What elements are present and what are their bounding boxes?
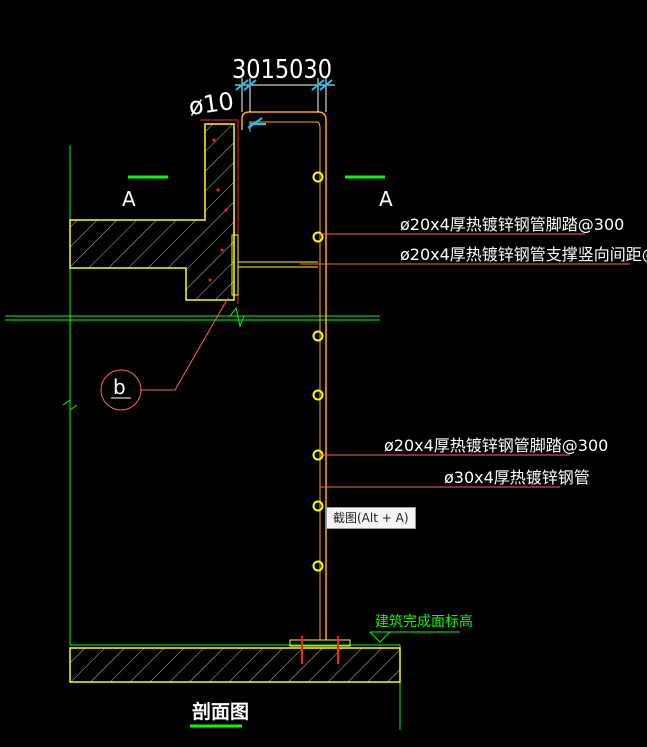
rung-group <box>208 138 324 572</box>
rung-2 <box>312 231 324 243</box>
elevation-triangle <box>369 631 391 643</box>
section-mark-right: A <box>379 187 393 211</box>
detail-ref-text: b <box>113 375 126 399</box>
vertical-pipe-outer <box>241 111 327 640</box>
dia-tick <box>247 117 266 129</box>
rung-3 <box>312 330 324 342</box>
label-1: ø20x4厚热镀锌钢管脚踏@300 <box>400 215 624 234</box>
base-plate <box>289 639 351 647</box>
screenshot-tooltip: 截图(Alt + A) <box>326 507 416 529</box>
dim-tick-1 <box>235 79 333 91</box>
section-mark-left: A <box>122 187 136 211</box>
rebar-dot-3 <box>220 248 224 252</box>
vertical-pipe-inner <box>249 121 321 640</box>
slab <box>69 123 235 301</box>
elevation-label: 建筑完成面标高 <box>375 613 473 630</box>
rebar-dot-4 <box>208 278 212 282</box>
detail-circle <box>100 369 142 411</box>
embedded-plate <box>231 234 239 296</box>
drawing-title: 剖面图 <box>192 700 249 723</box>
rung-6 <box>312 500 324 512</box>
label-2: ø20x4厚热镀锌钢管支撑竖向间距@800 <box>400 245 647 264</box>
rebar-dot-1 <box>212 138 216 142</box>
label-4: ø30x4厚热镀锌钢管 <box>444 468 590 487</box>
detail-leader <box>140 297 229 391</box>
rung-7 <box>312 560 324 572</box>
label-3: ø20x4厚热镀锌钢管脚踏@300 <box>384 436 608 455</box>
rebar-dot-2 <box>216 188 220 192</box>
rung-1 <box>312 171 324 183</box>
dim-dia-text: ø10 <box>187 87 236 121</box>
dim-top-text: 3015030 <box>232 55 332 85</box>
floor-slab <box>69 647 401 683</box>
rung-4 <box>312 389 324 401</box>
break-symbol-left <box>62 399 78 411</box>
break-symbol <box>229 306 245 328</box>
rebar-dot-5 <box>224 208 228 212</box>
